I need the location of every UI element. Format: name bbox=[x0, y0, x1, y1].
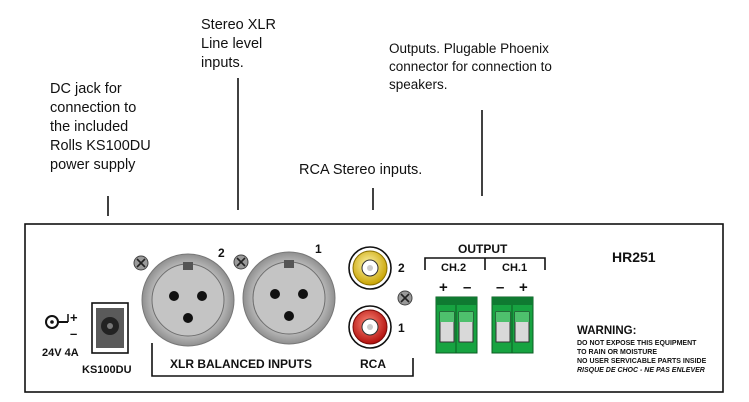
callout-line: Stereo XLR bbox=[201, 17, 276, 33]
dc-rating-label: 24V 4A bbox=[42, 347, 79, 359]
rca-input-2-jack[interactable] bbox=[348, 246, 392, 290]
rca-number-2: 2 bbox=[398, 261, 405, 275]
output-bracket bbox=[424, 257, 546, 270]
output-label: OUTPUT bbox=[458, 242, 508, 256]
callout-line: speakers. bbox=[389, 77, 448, 92]
callout-line: inputs. bbox=[201, 55, 244, 71]
ch2-plus-sign: + bbox=[439, 279, 448, 296]
xlr-input-1-jack[interactable] bbox=[242, 251, 336, 345]
dc-jack[interactable] bbox=[91, 302, 129, 354]
callout-line: connection to bbox=[50, 100, 137, 116]
rca-input-1-jack[interactable] bbox=[348, 305, 392, 349]
ch1-minus-sign: – bbox=[496, 279, 504, 296]
callout-line: Rolls KS100DU bbox=[50, 138, 151, 154]
warning-line: TO RAIN OR MOISTURE bbox=[577, 349, 657, 356]
xlr-bracket bbox=[151, 343, 414, 377]
callout-line: Outputs. Plugable Phoenix bbox=[389, 41, 549, 56]
ch2-minus-sign: – bbox=[463, 279, 471, 296]
callout-line: DC jack for bbox=[50, 81, 122, 97]
xlr-input-1-screw bbox=[233, 254, 249, 270]
xlr-callout: Stereo XLR Line level inputs. bbox=[201, 16, 311, 73]
warning-title: WARNING: bbox=[577, 325, 636, 337]
callout-line: connector for connection to bbox=[389, 59, 552, 74]
callout-line: the included bbox=[50, 119, 129, 135]
ch1-label: CH.1 bbox=[502, 262, 527, 274]
model-label: HR251 bbox=[612, 249, 656, 265]
xlr-number-2: 2 bbox=[218, 246, 225, 260]
warning-line: NO USER SERVICABLE PARTS INSIDE bbox=[577, 358, 707, 365]
dc-plus-sign: + bbox=[70, 310, 78, 325]
xlr-balanced-inputs-label: XLR BALANCED INPUTS bbox=[170, 357, 312, 371]
rca-number-1: 1 bbox=[398, 321, 405, 335]
ch1-plus-sign: + bbox=[519, 279, 528, 296]
xlr-input-2-screw bbox=[133, 255, 149, 271]
rca-label: RCA bbox=[360, 357, 386, 371]
xlr-number-1: 1 bbox=[315, 242, 322, 256]
dc-minus-sign: – bbox=[70, 326, 77, 341]
warning-line: DO NOT EXPOSE THIS EQUIPMENT bbox=[577, 340, 697, 347]
rca-callout: RCA Stereo inputs. bbox=[299, 162, 423, 178]
rca-chassis-screw bbox=[397, 290, 413, 306]
dc-polarity-symbol bbox=[45, 314, 69, 329]
outputs-callout: Outputs. Plugable Phoenix connector for … bbox=[389, 40, 589, 94]
callout-line: power supply bbox=[50, 157, 136, 173]
ps-model-label: KS100DU bbox=[82, 364, 132, 376]
warning-french: RISQUE DE CHOC - NE PAS ENLEVER bbox=[577, 367, 705, 374]
ch1-phoenix-terminal[interactable] bbox=[491, 296, 534, 354]
ch2-phoenix-terminal[interactable] bbox=[435, 296, 478, 354]
xlr-input-2-jack[interactable] bbox=[141, 253, 235, 347]
dc-jack-callout: DC jack for connection to the included R… bbox=[50, 80, 200, 175]
ch2-label: CH.2 bbox=[441, 262, 466, 274]
callout-line: Line level bbox=[201, 36, 263, 52]
